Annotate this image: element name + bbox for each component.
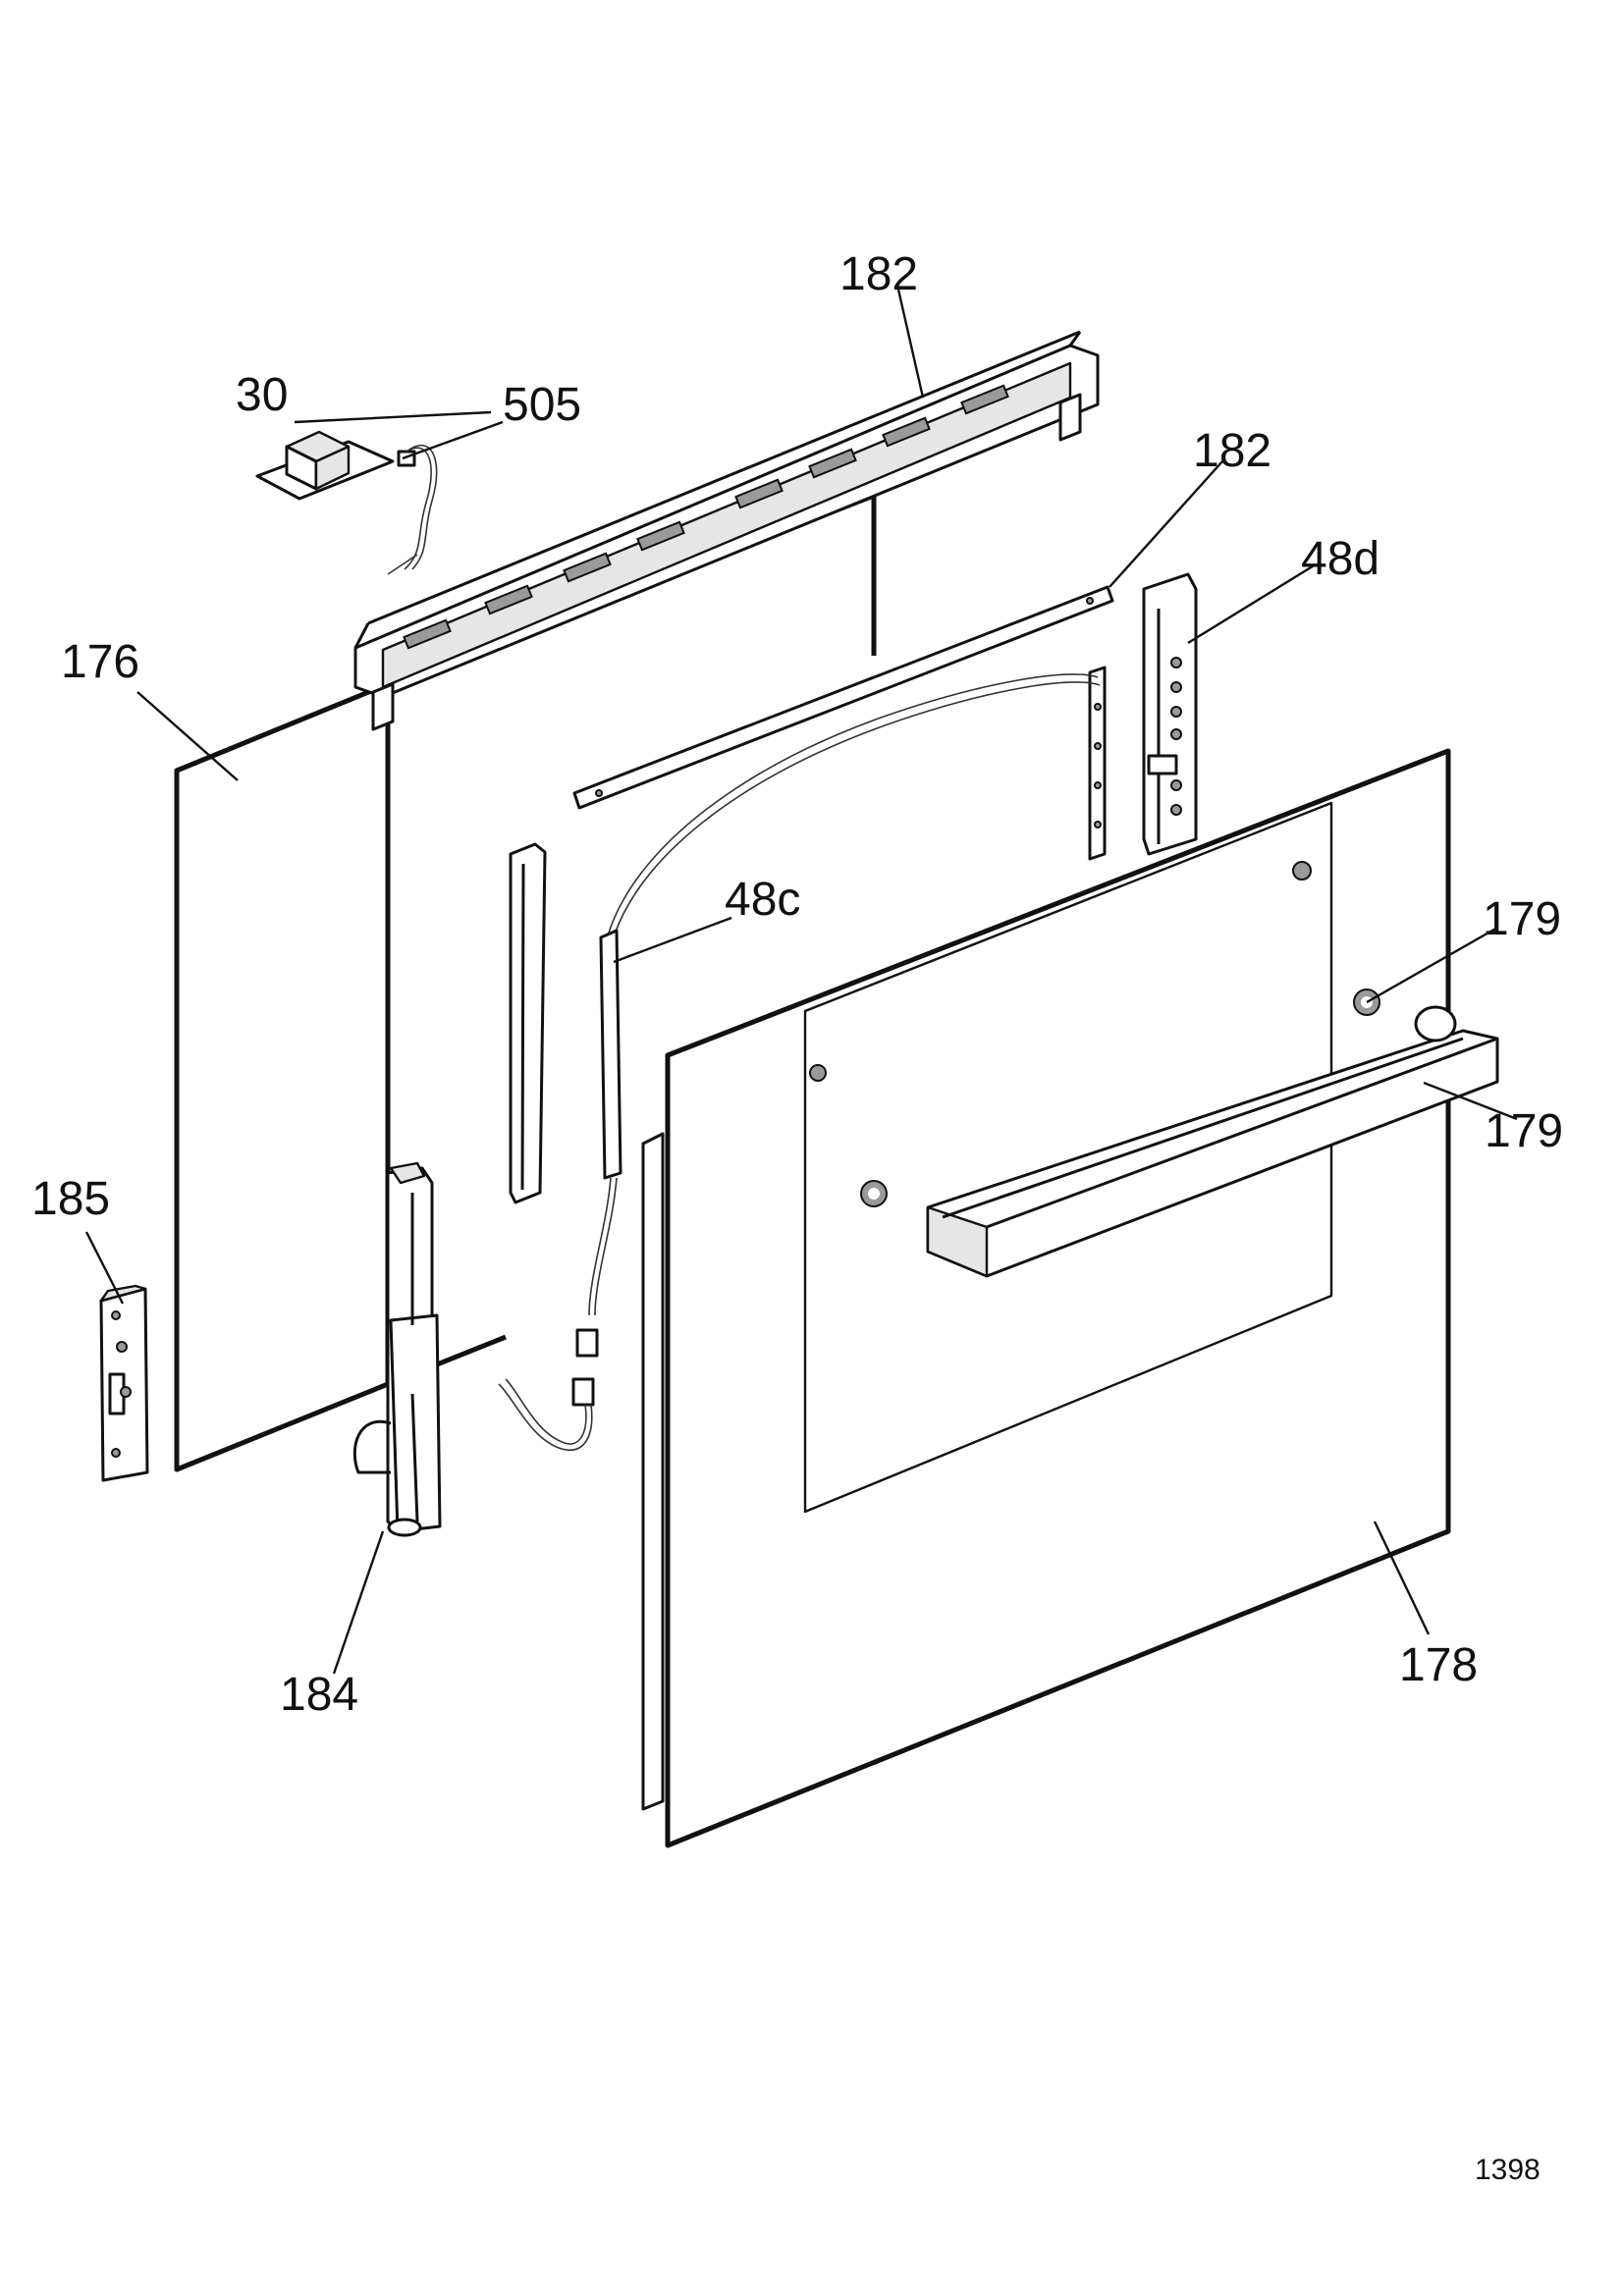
label-178: 178 — [1399, 1639, 1478, 1691]
label-182-strip: 182 — [1193, 425, 1271, 477]
page-number: 1398 — [1475, 2154, 1541, 2186]
part-182-top-frame — [353, 330, 1100, 731]
label-179-knob: 179 — [1483, 893, 1561, 945]
part-48d-hinge-strip — [1142, 572, 1198, 856]
part-185-latch — [99, 1284, 149, 1482]
label-48d: 48d — [1301, 533, 1380, 585]
inner-right-rail — [1088, 666, 1107, 861]
label-48c: 48c — [725, 874, 800, 926]
label-30: 30 — [236, 369, 288, 421]
part-178-outer-door — [641, 748, 1451, 1848]
label-505: 505 — [503, 379, 581, 431]
label-182-top: 182 — [839, 248, 918, 300]
part-48c-lamp-strip — [498, 673, 1101, 1451]
part-30-transformer — [255, 430, 438, 575]
part-182-cross-strip — [572, 585, 1114, 810]
label-185: 185 — [31, 1173, 110, 1225]
leader-lines — [84, 289, 1518, 1675]
label-176: 176 — [61, 636, 139, 688]
label-179-handle: 179 — [1485, 1105, 1563, 1157]
part-184-hinge — [352, 1161, 442, 1537]
label-184: 184 — [280, 1669, 358, 1721]
inner-left-profile — [509, 842, 547, 1204]
part-179-handle — [926, 1005, 1499, 1278]
